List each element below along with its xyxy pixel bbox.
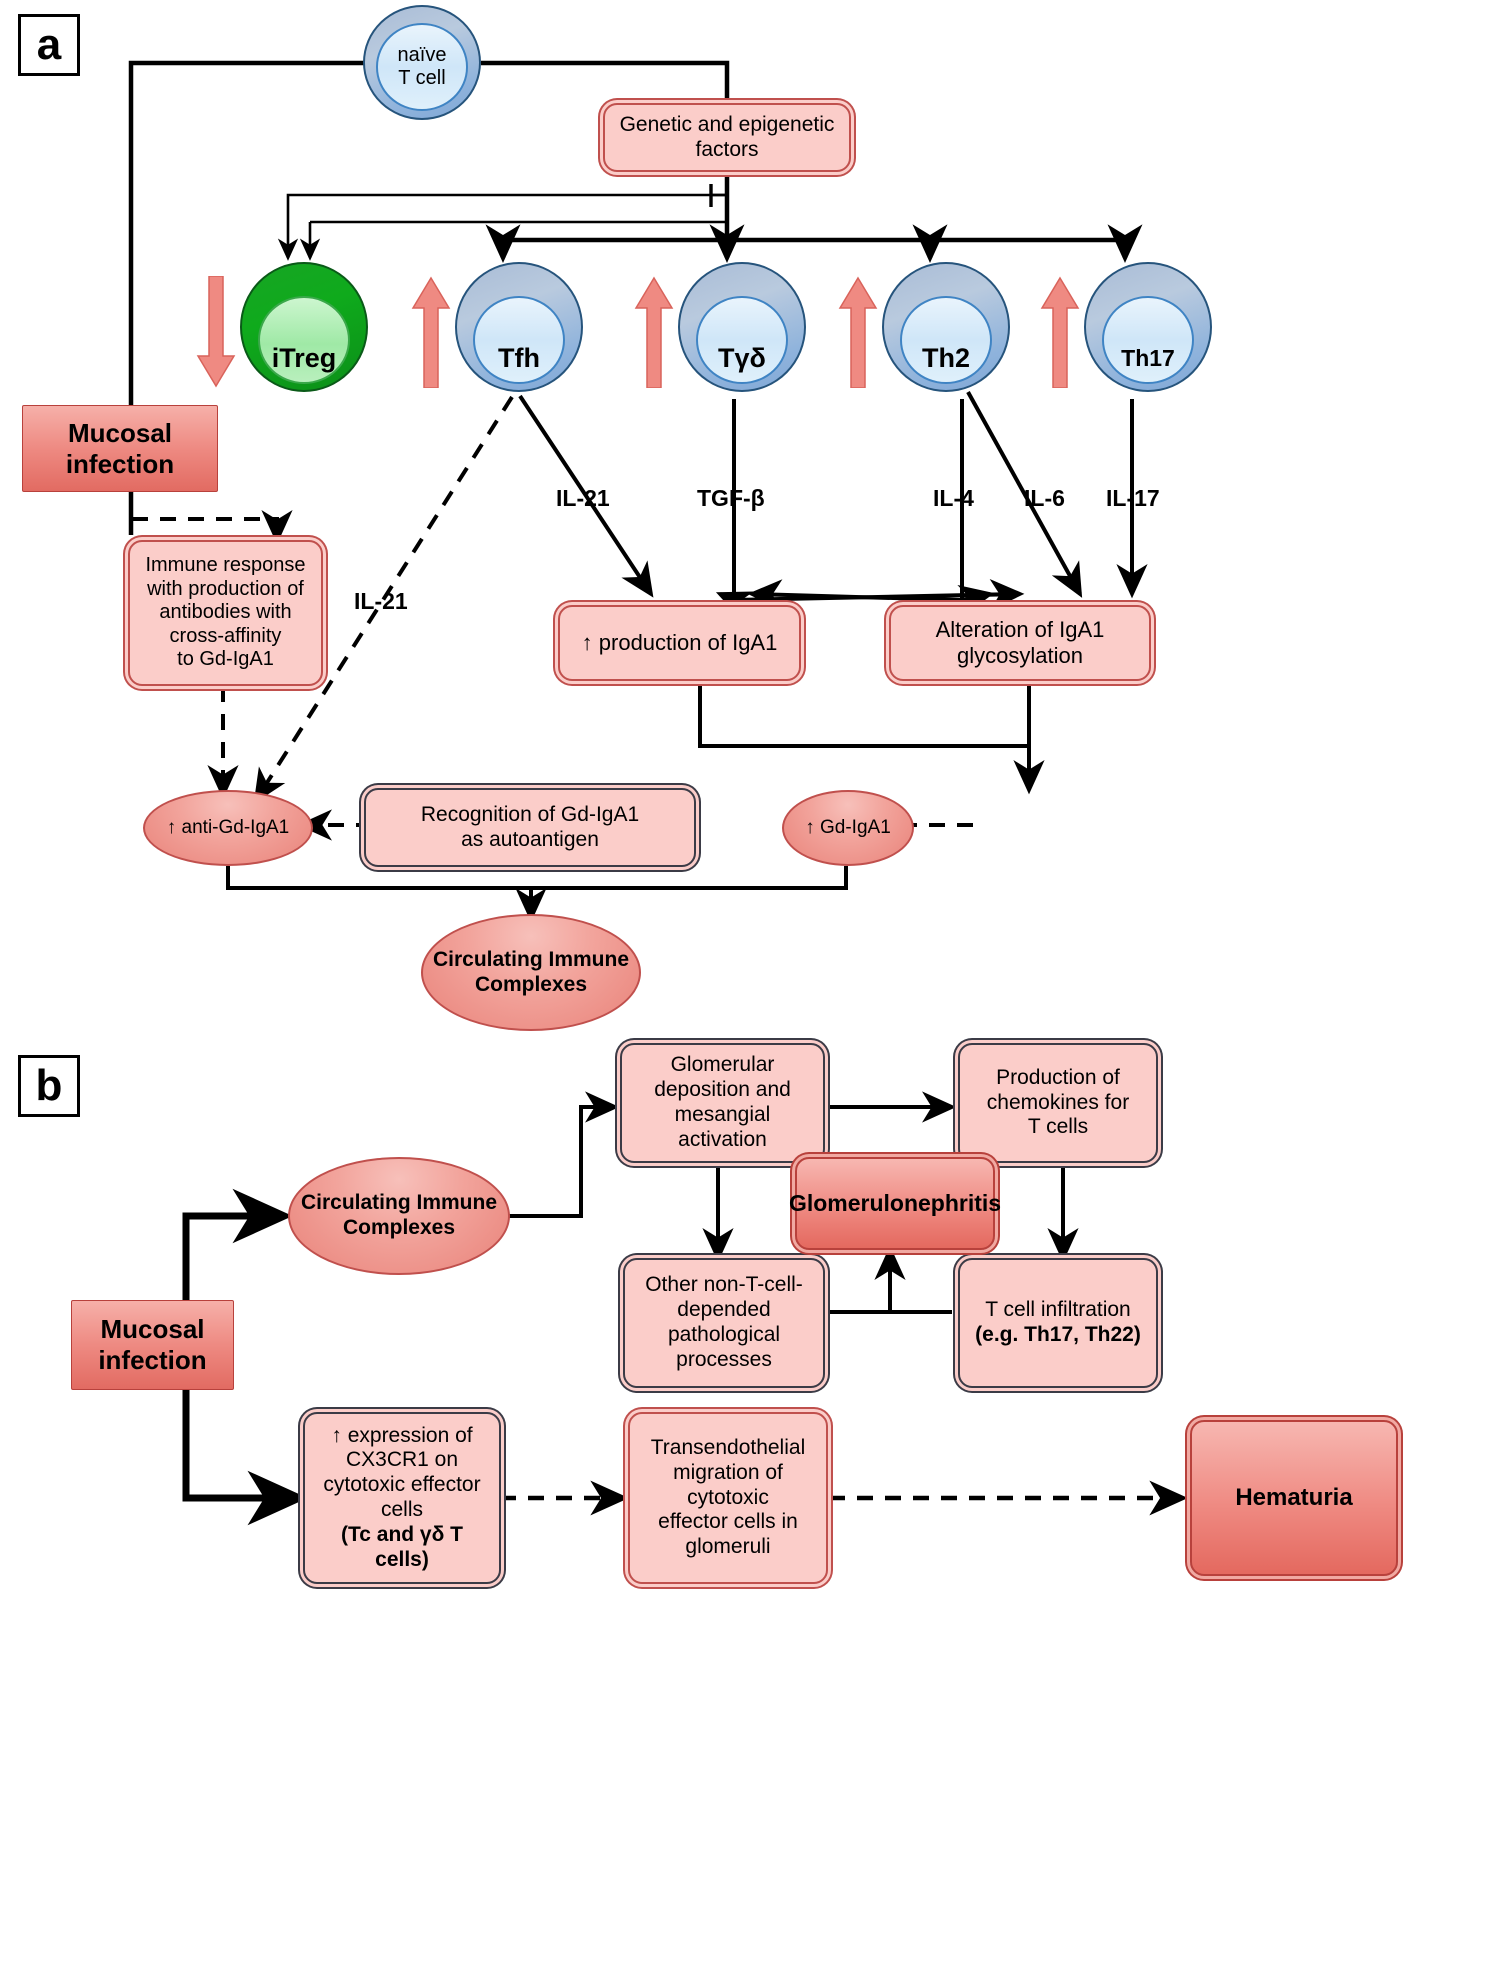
chemokines-line-1: chemokines for <box>986 1090 1130 1114</box>
cx3cr1-line-3: cells <box>380 1498 423 1521</box>
transendothelial-line-1: migration of cytotoxic <box>673 1460 783 1509</box>
cell-label-itreg: iTreg <box>271 343 337 374</box>
panel-badge-a: a <box>18 14 80 76</box>
glomerular-deposition-line-2: mesangial activation <box>674 1103 771 1151</box>
production-iga1-label: ↑ production of IgA1 <box>581 630 778 656</box>
cic-b-line-0: Circulating Immune <box>300 1191 498 1215</box>
alteration-line-0: Alteration of IgA1 <box>935 617 1105 643</box>
cell-th17: Th17 <box>1084 262 1212 392</box>
cell-label-th2: Th2 <box>921 343 970 374</box>
cic-a-line-0: Circulating Immune <box>432 947 630 971</box>
downregulation-arrow-itreg <box>196 275 236 388</box>
gd-iga1-label: ↑ Gd-IgA1 <box>805 816 891 838</box>
cx3cr1-bold-line: (Tc and γδ T cells) <box>340 1522 464 1571</box>
ellipse-gd-iga1: ↑ Gd-IgA1 <box>782 790 914 866</box>
mucosal-infection-b-line2: infection <box>98 1345 207 1375</box>
cell-nucleus: Tfh <box>472 295 566 385</box>
upregulation-arrow-tgd <box>634 276 674 389</box>
box-immune-response: Immune response with production of antib… <box>128 540 323 686</box>
immune-response-line-3: cross-affinity <box>169 624 282 647</box>
mucosal-infection-b-line1: Mucosal <box>100 1314 205 1345</box>
box-glomerulonephritis: Glomerulonephritis <box>789 1157 1001 1250</box>
cell-nucleus: iTreg <box>257 295 351 385</box>
other-processes-line-0: Other non-T-cell- <box>645 1273 803 1297</box>
panel-badge-b: b <box>18 1055 80 1117</box>
t-cell-infiltration-line2: (e.g. Th17, Th22) <box>975 1323 1141 1346</box>
anti-gd-iga1-label: ↑ anti-Gd-IgA1 <box>166 816 290 838</box>
upregulation-arrow-tfh <box>411 276 451 389</box>
hematuria-label: Hematuria <box>1235 1483 1353 1511</box>
upregulation-arrow-th17 <box>1040 276 1080 389</box>
cic-b-line-1: Complexes <box>342 1216 456 1239</box>
immune-response-line-2: antibodies with <box>159 601 292 624</box>
cell-tgd: Tγδ <box>678 262 806 392</box>
immune-response-line-4: to Gd-IgA1 <box>177 648 274 671</box>
cell-nucleus: naïve T cell <box>375 23 468 111</box>
box-production-of-chemokines: Production of chemokines for T cells <box>958 1043 1158 1163</box>
cell-label-th17: Th17 <box>1121 345 1175 372</box>
cx3cr1-line-2: cytotoxic effector <box>323 1473 481 1497</box>
cell-th2: Th2 <box>882 262 1010 392</box>
glomerular-deposition-line-1: deposition and <box>654 1078 791 1102</box>
box-cx3cr1-expression: ↑ expression of CX3CR1 on cytotoxic effe… <box>303 1412 501 1584</box>
cell-itreg: iTreg <box>240 262 368 392</box>
upregulation-arrow-th2 <box>838 276 878 389</box>
cell-nucleus: Th2 <box>899 295 993 385</box>
box-mucosal-infection-a: Mucosal infection <box>22 405 218 492</box>
recognition-line-1: as autoantigen <box>461 827 599 851</box>
box-alteration-iga1-glycosylation: Alteration of IgA1 glycosylation <box>889 605 1151 681</box>
naive-t-cell-label-line2: T cell <box>398 67 446 90</box>
cytokine-label-tgfb: TGF-β <box>697 485 765 511</box>
box-hematuria: Hematuria <box>1190 1420 1398 1576</box>
mucosal-infection-a-line2: infection <box>65 448 175 479</box>
cytokine-label-il4: IL-4 <box>933 485 974 511</box>
cell-nucleus: Th17 <box>1101 295 1195 385</box>
other-processes-line-1: depended <box>677 1298 771 1322</box>
transendothelial-line-0: Transendothelial <box>650 1436 806 1460</box>
cx3cr1-line-1: CX3CR1 on <box>345 1448 459 1472</box>
box-recognition-gd-iga1: Recognition of Gd-IgA1 as autoantigen <box>364 788 696 867</box>
box-production-of-iga1: ↑ production of IgA1 <box>558 605 801 681</box>
cic-a-line-1: Complexes <box>474 972 588 996</box>
genetic-box-label: Genetic and epigenetic factors <box>619 112 835 161</box>
cx3cr1-line-0: ↑ expression of <box>331 1423 473 1447</box>
alteration-line-1: glycosylation <box>957 643 1083 668</box>
cytokine-label-il17: IL-17 <box>1106 485 1160 511</box>
cytokine-label-il21-dashed: IL-21 <box>354 588 408 614</box>
chemokines-line-0: Production of <box>996 1065 1120 1089</box>
other-processes-line-2: pathological <box>667 1323 781 1346</box>
box-genetic-epigenetic-factors: Genetic and epigenetic factors <box>603 103 851 172</box>
glomerulonephritis-label: Glomerulonephritis <box>788 1189 1002 1216</box>
recognition-line-0: Recognition of Gd-IgA1 <box>420 802 640 826</box>
cell-nucleus: Tγδ <box>695 295 789 385</box>
transendothelial-line-3: glomeruli <box>685 1535 771 1559</box>
box-t-cell-infiltration: T cell infiltration (e.g. Th17, Th22) <box>958 1258 1158 1388</box>
other-processes-line-3: processes <box>676 1347 772 1371</box>
t-cell-infiltration-line1: T cell infiltration <box>985 1298 1131 1322</box>
box-mucosal-infection-b: Mucosal infection <box>71 1300 234 1390</box>
chemokines-line-2: T cells <box>1027 1115 1089 1139</box>
cell-label-tgd: Tγδ <box>718 343 766 374</box>
ellipse-anti-gd-iga1: ↑ anti-Gd-IgA1 <box>143 790 313 866</box>
box-other-non-t-cell-processes: Other non-T-cell- depended pathological … <box>623 1258 825 1388</box>
ellipse-circulating-immune-complexes-b: Circulating Immune Complexes <box>288 1157 510 1275</box>
mucosal-infection-a-line1: Mucosal <box>67 417 173 448</box>
cell-naive-t-cell: naïve T cell <box>363 5 481 120</box>
box-transendothelial-migration: Transendothelial migration of cytotoxic … <box>628 1412 828 1584</box>
naive-t-cell-label-line1: naïve <box>397 44 447 67</box>
immune-response-line-0: Immune response <box>145 554 306 577</box>
cell-tfh: Tfh <box>455 262 583 392</box>
cytokine-label-il6: IL-6 <box>1024 485 1065 511</box>
transendothelial-line-2: effector cells in <box>658 1510 798 1534</box>
cell-label-tfh: Tfh <box>497 343 540 374</box>
glomerular-deposition-line-0: Glomerular <box>670 1053 775 1077</box>
ellipse-circulating-immune-complexes-a: Circulating Immune Complexes <box>421 914 641 1031</box>
box-glomerular-deposition: Glomerular deposition and mesangial acti… <box>620 1043 825 1163</box>
immune-response-line-1: with production of <box>147 577 304 600</box>
cytokine-label-il21: IL-21 <box>556 485 610 511</box>
